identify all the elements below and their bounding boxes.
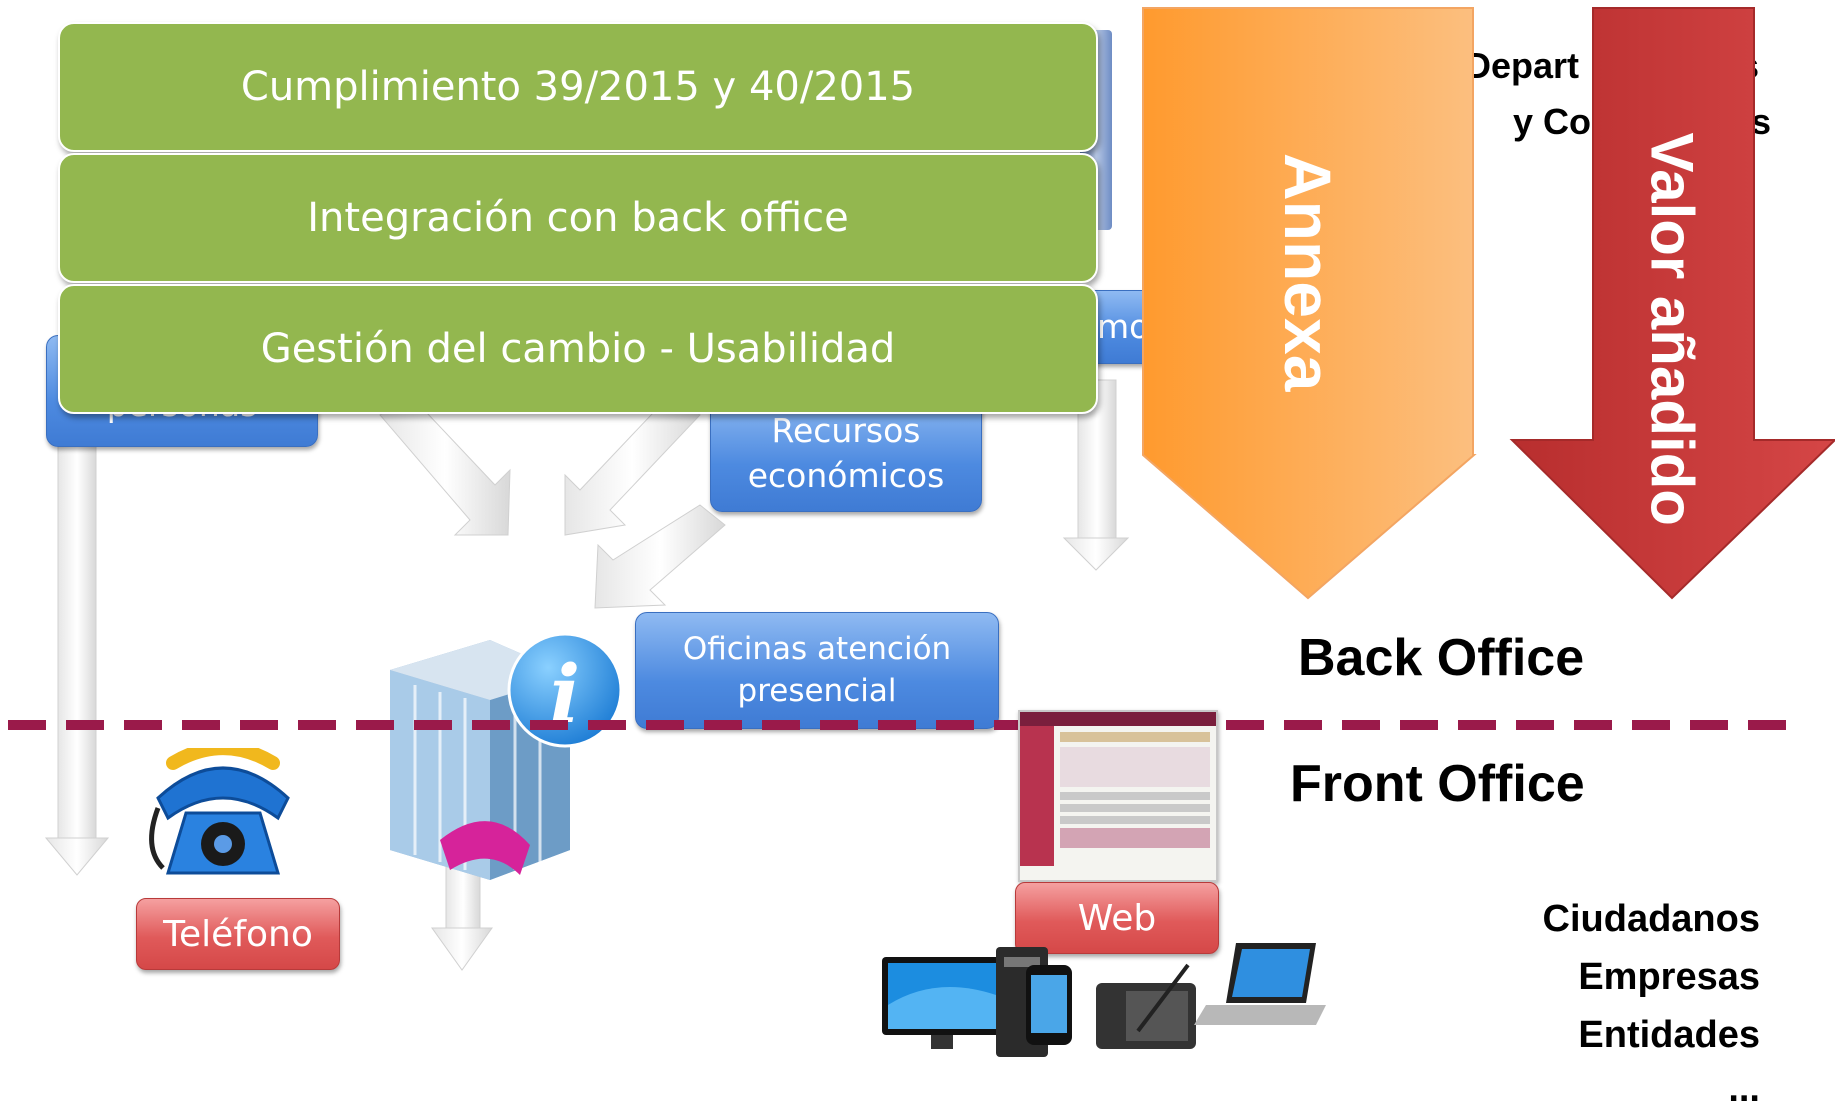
web-label: Web bbox=[1077, 897, 1157, 939]
recursos-line1: Recursos bbox=[771, 410, 921, 450]
web-channel: Web bbox=[1015, 882, 1219, 954]
bar-integracion: Integración con back office bbox=[58, 153, 1098, 283]
departments-label: Departs y Cos bbox=[1465, 38, 1771, 150]
telephone-icon bbox=[149, 748, 290, 875]
telefono-label: Teléfono bbox=[163, 913, 313, 955]
flow-arrow-left bbox=[44, 429, 110, 876]
medios-label: mo bbox=[1097, 306, 1150, 346]
bar-cumplimiento-label: Cumplimiento 39/2015 y 40/2015 bbox=[240, 64, 916, 110]
flow-arrow-diagonal-2 bbox=[564, 394, 701, 536]
departments-line1-start: Depart bbox=[1465, 45, 1580, 86]
back-front-divider bbox=[8, 720, 1790, 730]
annexa-arrow bbox=[1142, 7, 1477, 600]
audience-entidades: Entidades bbox=[1578, 1014, 1760, 1056]
departments-line2-start: y Co bbox=[1513, 101, 1592, 142]
web-page-thumbnail bbox=[1018, 710, 1218, 882]
oficinas-atencion-box: Oficinas atención presencial bbox=[635, 612, 999, 729]
bar-cumplimiento: Cumplimiento 39/2015 y 40/2015 bbox=[58, 22, 1098, 152]
telefono-channel: Teléfono bbox=[136, 898, 340, 970]
recursos-line2: económicos bbox=[747, 455, 945, 495]
bar-gestion-label: Gestión del cambio - Usabilidad bbox=[260, 326, 896, 372]
flow-arrow-diagonal-3 bbox=[594, 504, 726, 609]
audience-ellipsis: ... bbox=[1728, 1068, 1760, 1110]
recursos-economicos-box: Recursos económicos bbox=[710, 395, 982, 512]
bar-gestion-cambio: Gestión del cambio - Usabilidad bbox=[58, 284, 1098, 414]
back-office-label: Back Office bbox=[1298, 629, 1585, 687]
devices-icon bbox=[882, 943, 1326, 1057]
departments-line2-end: s bbox=[1751, 101, 1772, 142]
audience-ciudadanos: Ciudadanos bbox=[1542, 898, 1760, 940]
annexa-label: Annexa bbox=[1271, 153, 1345, 392]
audience-list: Ciudadanos Empresas Entidades ... bbox=[1500, 890, 1760, 1114]
valor-anadido-label: Valor añadido bbox=[1638, 132, 1706, 526]
oficinas-line1: Oficinas atención bbox=[682, 630, 952, 667]
oficinas-line2: presencial bbox=[737, 672, 897, 709]
audience-empresas: Empresas bbox=[1578, 956, 1760, 998]
front-office-label: Front Office bbox=[1290, 755, 1585, 813]
valor-anadido-arrow bbox=[1509, 7, 1835, 600]
bar-integracion-label: Integración con back office bbox=[307, 195, 849, 241]
